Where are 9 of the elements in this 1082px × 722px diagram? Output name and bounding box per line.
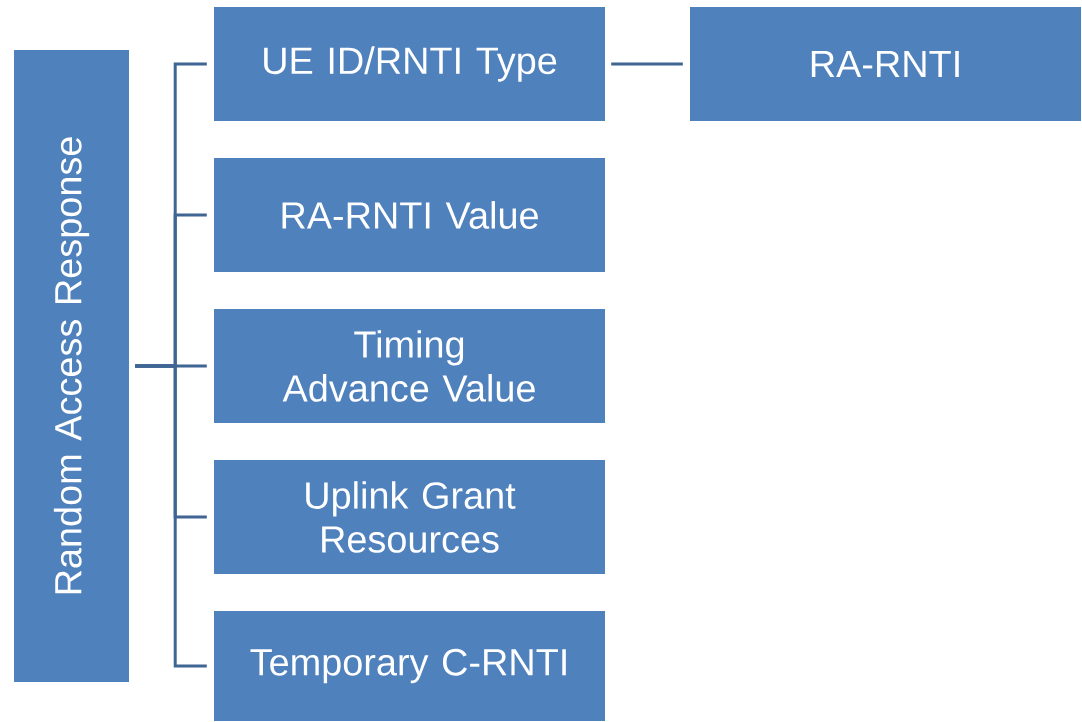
field-box: RA-RNTI [690,7,1081,121]
field-box: Uplink Grant Resources [214,460,605,574]
field-box: UE ID/RNTI Type [214,7,605,121]
heading-box: Random Access Response [14,50,129,682]
field-box: Timing Advance Value [214,309,605,423]
field-box: RA-RNTI Value [214,158,605,272]
connector-line [611,62,683,66]
field-box: Temporary C-RNTI [214,611,605,721]
connector-line [135,364,207,668]
